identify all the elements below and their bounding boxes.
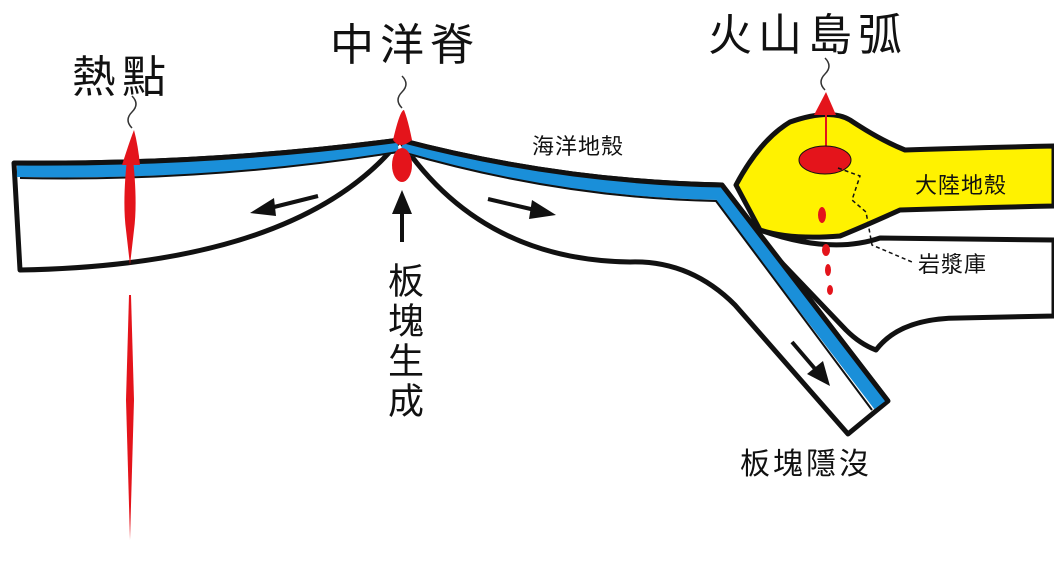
oceanic-crust-left [16, 139, 400, 178]
volcano-cone [814, 92, 836, 115]
ridge-magma [393, 110, 412, 145]
volcanic-island-arc-label: 火山島弧 [708, 10, 908, 61]
volcano-smoke-icon [820, 57, 830, 91]
continental-lithosphere [757, 227, 1054, 353]
continental-crust-label: 大陸地殼 [915, 174, 1008, 199]
hotspot-deep-plume [126, 295, 134, 540]
hotspot-plume [124, 150, 136, 265]
magma-chamber-label: 岩漿庫 [918, 253, 988, 278]
arrow-left-icon [250, 194, 319, 216]
arrow-right-icon [487, 197, 556, 219]
oceanic-crust-right [400, 139, 886, 410]
hotspot-cone [122, 130, 140, 165]
magma-chamber-leader [837, 167, 913, 263]
mid-ocean-ridge-label: 中洋脊 [330, 20, 480, 71]
hotspot-smoke-icon [127, 95, 137, 129]
ridge-magma-blob [392, 148, 412, 182]
arrow-down-right-icon [790, 340, 830, 386]
ridge-smoke-icon [397, 75, 407, 109]
plate-creation-label: 板塊生成 [382, 262, 423, 422]
magma-chamber-blob [798, 145, 852, 175]
arrow-up-icon [392, 190, 412, 242]
subduction-label: 板塊隱沒 [740, 447, 872, 482]
hotspot-label: 熱點 [72, 52, 172, 103]
continental-crust [733, 112, 1054, 240]
oceanic-crust-label: 海洋地殼 [532, 135, 625, 160]
